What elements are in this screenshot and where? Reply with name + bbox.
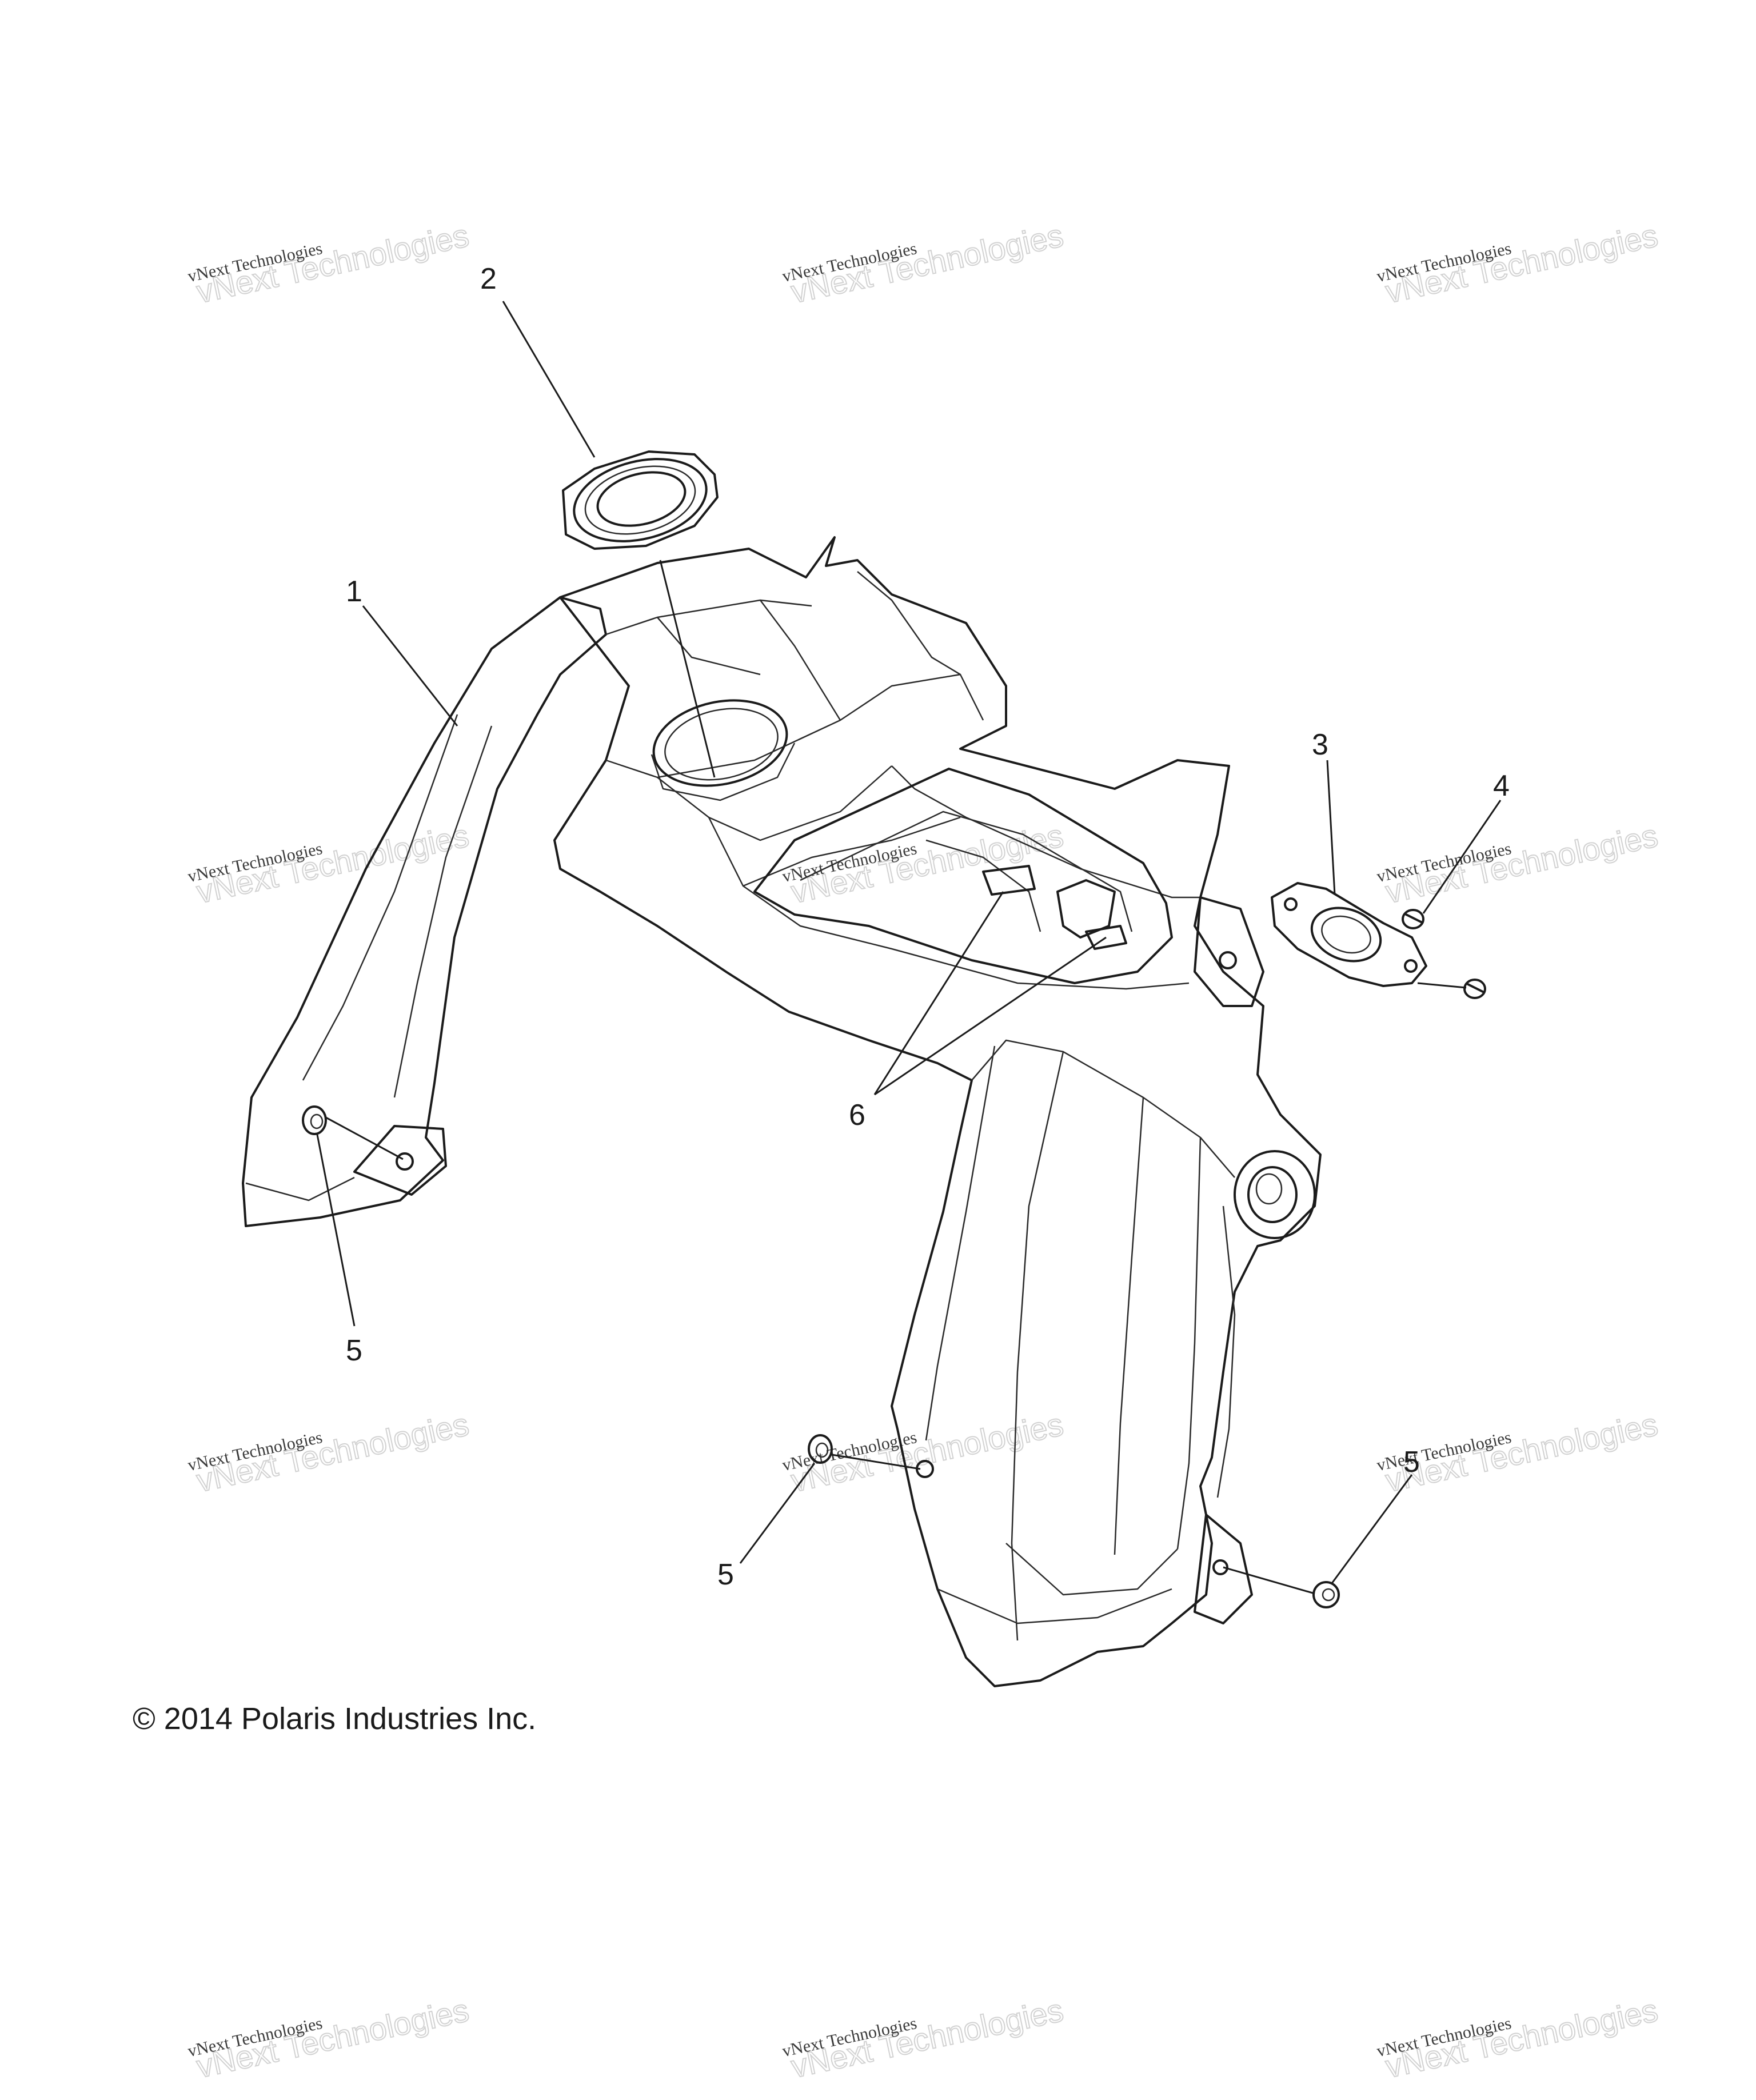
watermark: vNext Technologies vNext Technologies — [186, 217, 472, 310]
watermark-grid: vNext Technologies vNext Technologies vN… — [186, 217, 1661, 2085]
part-main-shroud — [242, 536, 1322, 1687]
part-screw-4b — [1463, 979, 1486, 999]
part-rivet-5a — [302, 1105, 327, 1135]
watermark: vNext Technologies vNext Technologies — [1375, 817, 1661, 911]
callout-5-right: 5 — [1403, 1446, 1420, 1479]
watermark: vNext Technologies vNext Technologies — [780, 217, 1067, 310]
watermark: vNext Technologies vNext Technologies — [186, 817, 472, 911]
callout-6: 6 — [849, 1099, 865, 1132]
watermark: vNext Technologies vNext Technologies — [780, 1406, 1067, 1499]
callout-1: 1 — [346, 575, 362, 608]
copyright-notice: © 2014 Polaris Industries Inc. — [133, 1702, 536, 1736]
callout-3: 3 — [1312, 728, 1328, 761]
part-screw-4a — [1402, 909, 1424, 929]
part-gasket-ring — [562, 450, 719, 550]
callout-labels: 1 2 3 4 5 5 5 6 — [346, 262, 1510, 1591]
watermark: vNext Technologies vNext Technologies — [780, 817, 1067, 911]
watermark: vNext Technologies vNext Technologies — [186, 1991, 472, 2085]
callout-2: 2 — [480, 262, 497, 296]
part-bezel-plate — [1271, 882, 1427, 987]
watermark: vNext Technologies vNext Technologies — [780, 1991, 1067, 2085]
part-rivet-5b — [808, 1434, 833, 1464]
callout-4: 4 — [1493, 769, 1510, 803]
watermark: vNext Technologies vNext Technologies — [186, 1406, 472, 1499]
watermark: vNext Technologies vNext Technologies — [1375, 1991, 1661, 2085]
callout-5-center: 5 — [717, 1558, 734, 1591]
watermark: vNext Technologies vNext Technologies — [1375, 217, 1661, 310]
leader-lines — [316, 301, 1502, 1595]
callout-5-left: 5 — [346, 1334, 362, 1367]
part-rivet-5c — [1312, 1581, 1340, 1608]
